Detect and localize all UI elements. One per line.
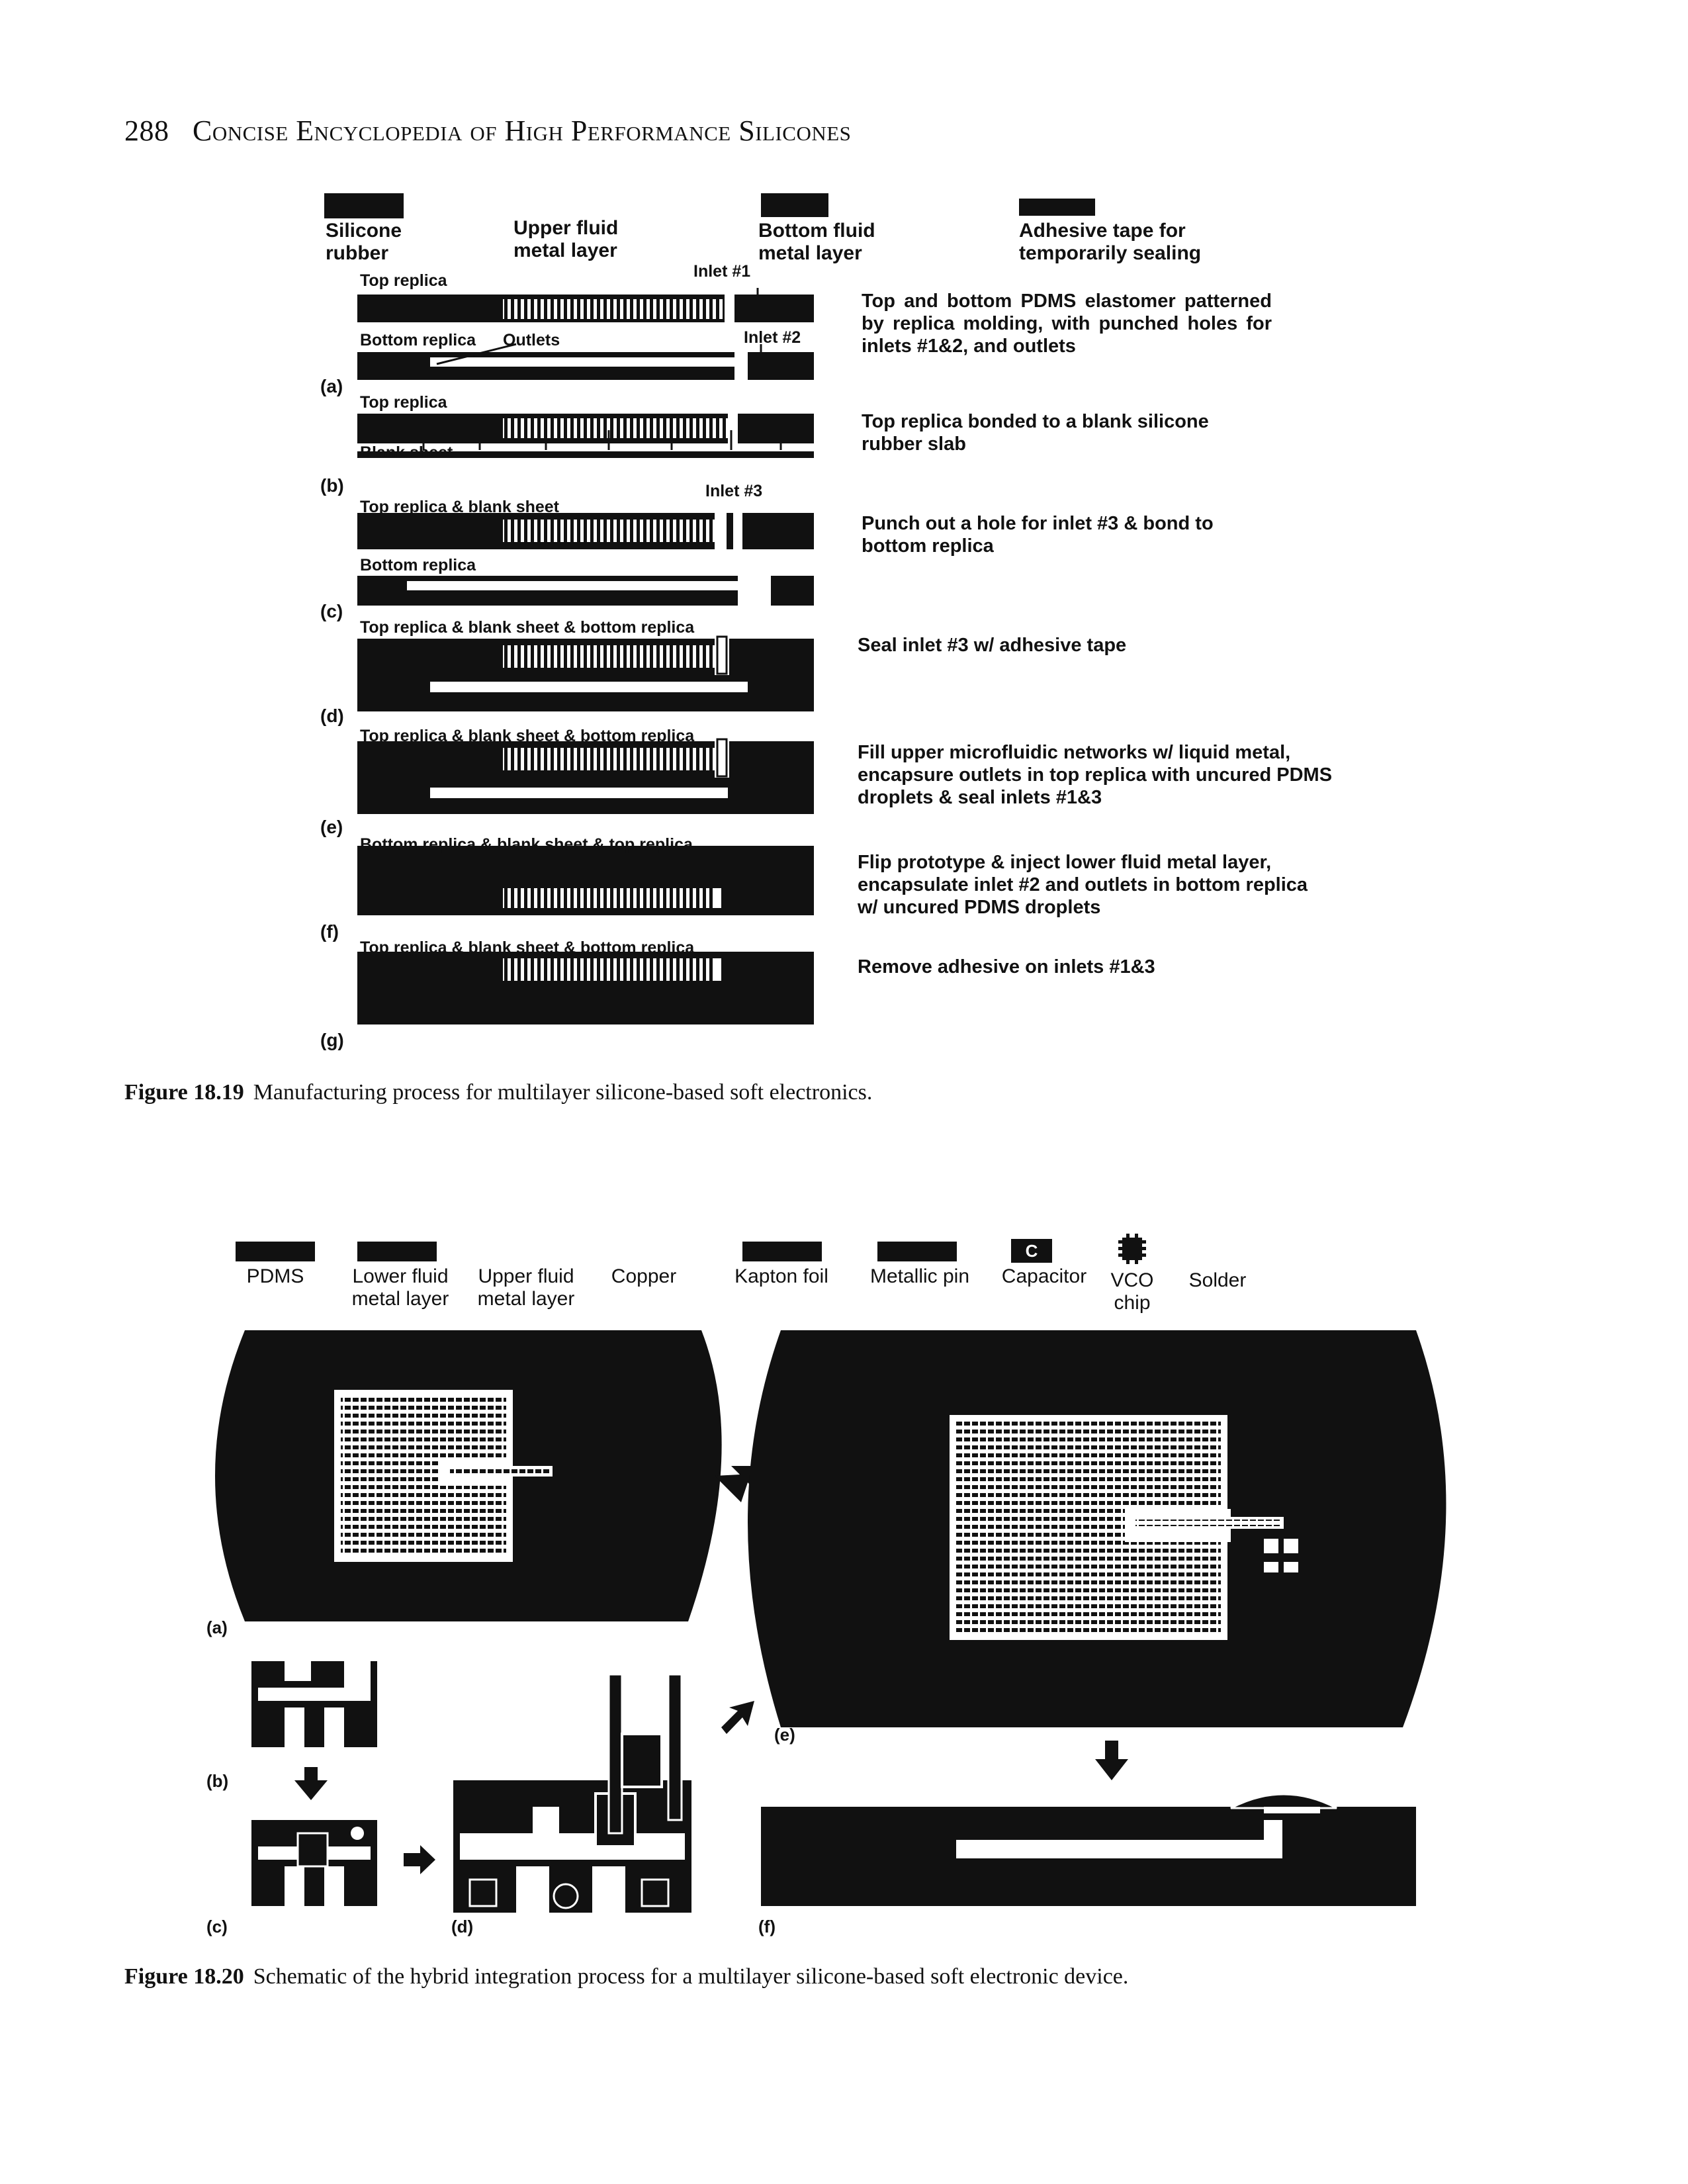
panel-label-a: (a) [206,1617,228,1637]
label-top-blank-bottom-g: Top replica & blank sheet & bottom repli… [360,938,695,957]
legend-swatch-bottom-fluid [761,193,828,217]
label-outlets: Outlets [503,331,560,349]
panel-label-f: (f) [758,1917,776,1936]
legend-capacitor: Capacitor [1001,1265,1087,1287]
step-tag-f: (f) [320,921,339,942]
capacitor-glyph: C [1025,1240,1038,1261]
panel-label-c: (c) [206,1917,228,1936]
caption-text: Manufacturing process for multilayer sil… [253,1080,873,1105]
page-number: 288 [124,114,169,147]
label-bottom-blank-top-f: Bottom replica & blank sheet & top repli… [360,835,693,854]
legend-upper-fluid: Upper fluid metal layer [513,217,619,261]
legend-vco-chip: VCO chip [1110,1269,1154,1314]
label-bottom-replica-c: Bottom replica [360,556,476,574]
legend-metallic-pin: Metallic pin [869,1265,970,1287]
vco-chip-icon [1118,1234,1146,1264]
process-schematic [357,288,814,1024]
step-desc-d: Seal inlet #3 w/ adhesive tape [858,635,1127,656]
legend-silicone-rubber: Silicone rubber [326,220,402,264]
legend-upper-fluid-20: Upper fluid metal layer [477,1265,575,1310]
step-tag-e: (e) [320,817,343,837]
panel-label-b: (b) [206,1771,229,1791]
legend-kapton: Kapton foil [734,1265,828,1287]
step-tag-g: (g) [320,1030,344,1050]
legend-copper: Copper [611,1265,677,1287]
figure-18-19-caption: Figure 18.19 Manufacturing process for mu… [124,1080,872,1105]
caption-number: Figure 18.19 [124,1080,244,1105]
step-desc-b: Top replica bonded to a blank silicone r… [862,411,1209,455]
step-tag-b: (b) [320,475,344,496]
swatch-lower-fluid [357,1242,437,1261]
legend-solder: Solder [1188,1269,1247,1291]
swatch-capacitor: C [1011,1239,1052,1263]
legend-adhesive-tape: Adhesive tape for temporarily sealing [1019,220,1202,264]
legend-pdms: PDMS [246,1265,304,1287]
running-header: 288 Concise Encyclopedia of High Perform… [124,114,851,148]
caption-number-20: Figure 18.20 [124,1964,244,1989]
swatch-metallic-pin [877,1242,957,1261]
legend-lower-fluid: Lower fluid metal layer [351,1265,449,1310]
book-title: Concise Encyclopedia of High Performance… [193,114,852,147]
legend-swatch-silicone [324,193,404,218]
label-top-replica-b: Top replica [360,393,447,412]
integration-schematic [215,1330,1446,1913]
step-desc-e: Fill upper microfluidic networks w/ liqu… [858,742,1333,808]
step-tag-a: (a) [320,376,343,396]
figure-18-20-caption: Figure 18.20 Schematic of the hybrid inte… [124,1964,1128,1989]
label-inlet-2: Inlet #2 [744,328,801,347]
swatch-kapton [742,1242,822,1261]
label-inlet-1: Inlet #1 [693,262,751,281]
legend-bottom-fluid: Bottom fluid metal layer [758,220,875,264]
panel-label-e: (e) [774,1725,795,1745]
label-top-replica-a: Top replica [360,271,447,290]
label-top-blank: Top replica & blank sheet [360,498,560,516]
step-tag-c: (c) [320,601,343,621]
label-inlet-3: Inlet #3 [705,482,763,500]
step-desc-c: Punch out a hole for inlet #3 & bond to … [862,513,1214,557]
label-blank-sheet: Blank sheet [360,443,453,462]
panel-label-d: (d) [451,1917,474,1936]
step-tag-d: (d) [320,705,344,726]
label-top-blank-bottom-e: Top replica & blank sheet & bottom repli… [360,727,695,745]
label-top-blank-bottom-d: Top replica & blank sheet & bottom repli… [360,618,695,637]
swatch-pdms [236,1242,315,1261]
label-bottom-replica-a: Bottom replica [360,331,476,349]
step-desc-g: Remove adhesive on inlets #1&3 [858,956,1155,978]
caption-text-20: Schematic of the hybrid integration proc… [253,1964,1129,1989]
step-desc-f: Flip prototype & inject lower fluid meta… [858,852,1308,918]
step-desc-a: Top and bottom PDMS elastomer patterned … [862,291,1272,357]
legend-swatch-adhesive [1019,199,1095,216]
